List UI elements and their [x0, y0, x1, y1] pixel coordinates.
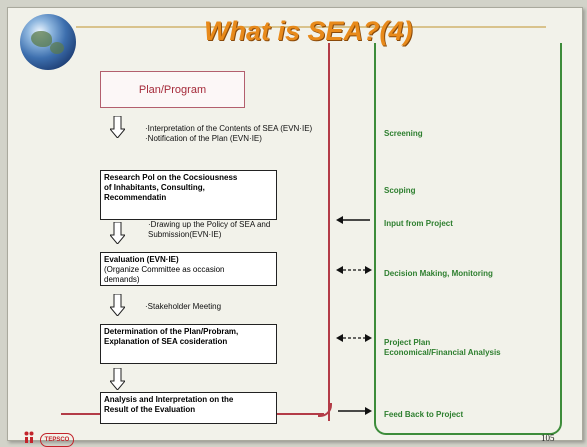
double-arrow-icon	[336, 334, 372, 342]
determination-box: Determination of the Plan/Probram, Expla…	[100, 324, 277, 364]
title-band	[76, 26, 546, 28]
left-arrow-icon	[336, 216, 370, 224]
box-line: Analysis and Interpretation on the	[104, 395, 234, 404]
green-bottom-line	[386, 433, 549, 435]
box-line: demands)	[104, 275, 140, 284]
globe-icon	[20, 14, 76, 70]
note-stakeholder: ·Stakeholder Meeting	[145, 302, 222, 311]
decision-label: Decision Making, Monitoring	[384, 269, 493, 278]
box-line: Determination of the Plan/Probram,	[104, 327, 239, 336]
project-plan-line: Economical/Financial Analysis	[384, 348, 501, 357]
input-label: Input from Project	[384, 219, 453, 228]
slide-title: What is SEA?(4)	[204, 16, 413, 46]
down-arrow-icon	[110, 222, 125, 244]
box-line: (Organize Committee as occasion	[104, 265, 225, 274]
down-arrow-icon	[110, 116, 125, 138]
box-line: Research Pol on the Cocsiousness	[104, 173, 238, 182]
right-arrow-icon	[338, 407, 372, 415]
tepco-logo-icon	[24, 431, 34, 443]
down-arrow-icon	[110, 294, 125, 316]
note-interpretation: ·Interpretation of the Contents of SEA (…	[145, 124, 312, 144]
evaluation-box: Evaluation (EVN·IE) (Organize Committee …	[100, 252, 277, 286]
box-line: Recommendatin	[104, 193, 167, 202]
screening-label: Screening	[384, 129, 423, 138]
project-plan-label: Project Plan Economical/Financial Analys…	[384, 338, 501, 358]
scoping-label: Scoping	[384, 186, 416, 195]
research-box: Research Pol on the Cocsiousness of Inha…	[100, 170, 277, 220]
note-line: Submission(EVN·IE)	[148, 230, 222, 239]
slide: What is SEA?(4) Plan/Program ·Interpreta…	[7, 7, 583, 447]
red-vertical-line	[328, 43, 330, 421]
box-line: Result of the Evaluation	[104, 405, 196, 414]
box-line: of Inhabitants, Consulting,	[104, 183, 205, 192]
page-number: 105	[541, 433, 555, 443]
feedback-label: Feed Back to Project	[384, 410, 464, 419]
green-left-line	[374, 43, 376, 421]
down-arrow-icon	[110, 368, 125, 390]
analysis-box: Analysis and Interpretation on the Resul…	[100, 392, 277, 424]
project-plan-line: Project Plan	[384, 338, 431, 347]
plan-program-box: Plan/Program	[100, 71, 245, 108]
note-line: ·Notification of the Plan (EVN·IE)	[145, 134, 262, 143]
note-policy: ·Drawing up the Policy of SEA and Submis…	[148, 220, 270, 240]
green-right-line	[560, 43, 562, 421]
tepsco-logo: TEPSCO	[40, 433, 74, 447]
green-left-corner	[374, 421, 388, 435]
box-line: Explanation of SEA cosideration	[104, 337, 228, 346]
note-line: ·Interpretation of the Contents of SEA (…	[145, 124, 313, 133]
box-line: Evaluation (EVN·IE)	[104, 255, 179, 264]
note-line: ·Drawing up the Policy of SEA and	[148, 220, 271, 229]
double-arrow-icon	[336, 266, 372, 274]
